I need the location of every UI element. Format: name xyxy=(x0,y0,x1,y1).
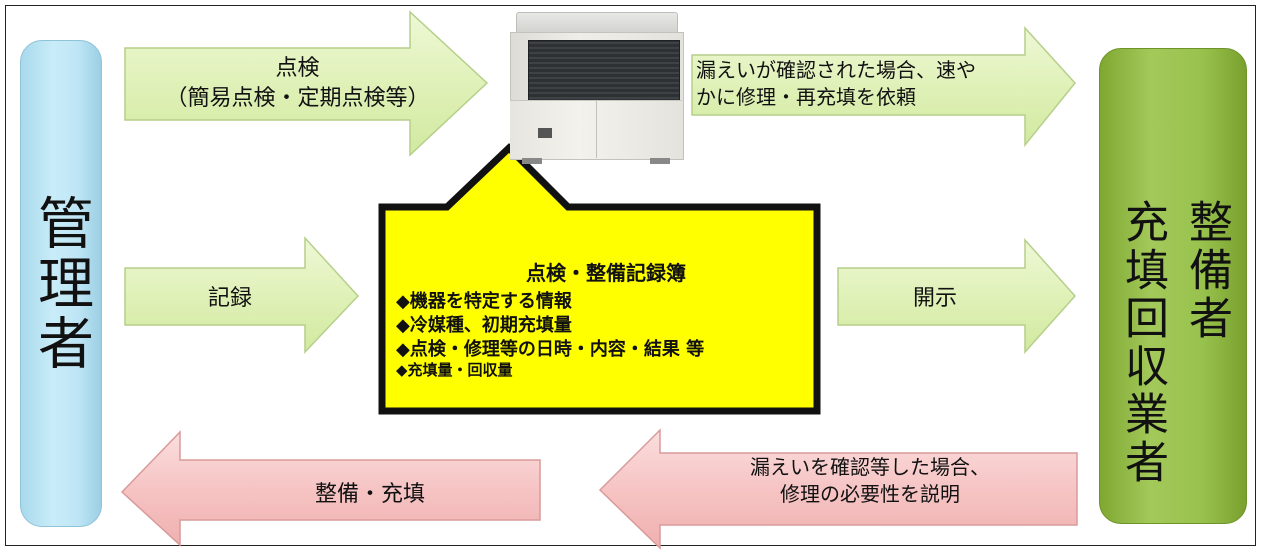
leak-explain-line1: 漏えいを確認等した場合、 xyxy=(750,455,990,479)
service-provider-label: 整備者 xyxy=(1181,199,1232,343)
logbook-content: 点検・整備記録簿 ◆機器を特定する情報 ◆冷媒種、初期充填量 ◆点検・修理等の日… xyxy=(396,257,816,381)
inspection-arrow xyxy=(124,10,489,157)
record-arrow-label: 記録 xyxy=(207,286,252,311)
disclose-arrow-label: 開示 xyxy=(912,286,957,311)
leak-request-arrow xyxy=(691,26,1076,148)
disclose-arrow xyxy=(837,238,1077,354)
diagram-frame xyxy=(5,5,1256,546)
leak-request-line2: かに修理・再充填を依頼 xyxy=(696,85,916,109)
maintenance-fill-arrow xyxy=(120,430,541,547)
leak-explain-arrow xyxy=(598,428,1078,550)
refill-recovery-label: 充填回収業者 xyxy=(1117,199,1168,487)
inspection-line1: 点検 xyxy=(275,56,320,81)
logbook-item: ◆充填量・回収量 xyxy=(396,361,513,380)
logbook-item: ◆点検・修理等の日時・内容・結果 等 xyxy=(396,338,705,360)
leak-explain-arrow-label: 漏えいを確認等した場合、 修理の必要性を説明 xyxy=(660,454,1080,508)
inspection-arrow-label: 点検 （簡易点検・定期点検等） xyxy=(125,54,470,113)
leak-request-line1: 漏えいが確認された場合、速や xyxy=(696,58,976,82)
record-arrow xyxy=(124,236,360,354)
logbook-item: ◆機器を特定する情報 xyxy=(396,291,572,312)
maintenance-fill-arrow-label: 整備・充填 xyxy=(314,482,425,507)
inspection-line2: （簡易点検・定期点検等） xyxy=(165,85,430,111)
leak-request-arrow-label: 漏えいが確認された場合、速や かに修理・再充填を依頼 xyxy=(696,57,1026,111)
logbook-title: 点検・整備記録簿 xyxy=(526,261,686,285)
leak-explain-line2: 修理の必要性を説明 xyxy=(780,482,960,506)
outdoor-ac-unit-icon xyxy=(510,12,684,164)
manager-pillar: 管理者 xyxy=(20,40,102,527)
logbook-callout xyxy=(378,143,821,415)
manager-label: 管理者 xyxy=(28,193,94,374)
service-provider-pillar: 整備者 充填回収業者 xyxy=(1099,48,1247,524)
logbook-item: ◆冷媒種、初期充填量 xyxy=(396,314,572,336)
